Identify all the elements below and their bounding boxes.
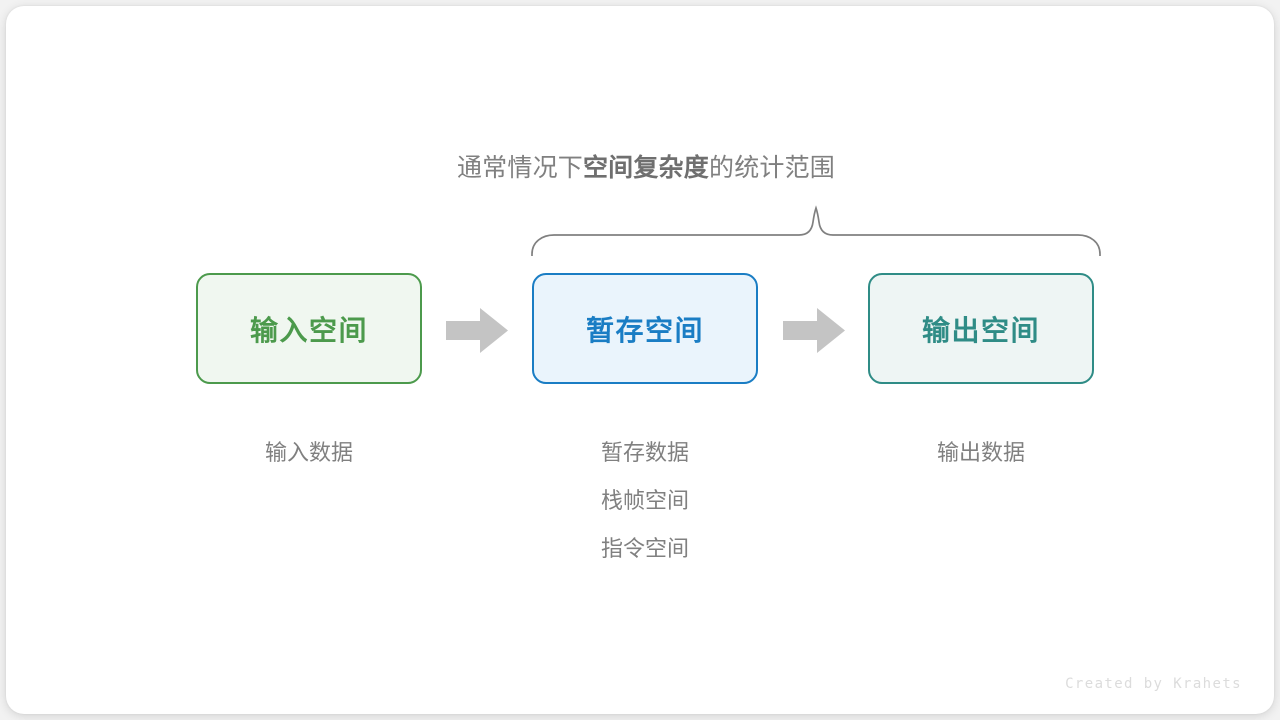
box-temp-space-label: 暂存空间 [585, 314, 704, 346]
credit-text: Created by Krahets [1065, 676, 1242, 692]
box-output-space[interactable]: 输出空间 [868, 273, 1094, 384]
arrow-input-to-temp [446, 308, 508, 353]
box-temp-space[interactable]: 暂存空间 [532, 273, 758, 384]
caption-input-data: 输入数据 [264, 440, 353, 465]
brace-container [511, 204, 1121, 257]
box-input-space[interactable]: 输入空间 [196, 273, 422, 384]
caption-column-input: 输入数据 [169, 429, 449, 477]
caption-temp-data: 暂存数据 [600, 440, 689, 465]
box-input-space-label: 输入空间 [249, 314, 368, 346]
arrow-right-icon [783, 308, 845, 353]
caption-output-data: 输出数据 [936, 440, 1025, 465]
arrow-right-icon [446, 308, 508, 353]
caption-instruction-space: 指令空间 [600, 536, 689, 561]
scope-title: 通常情况下空间复杂度的统计范围 [6, 151, 1274, 185]
arrow-temp-to-output [783, 308, 845, 353]
scope-title-emphasis: 空间复杂度 [582, 154, 709, 182]
diagram-card: 通常情况下空间复杂度的统计范围 输入空间 暂存空间 [6, 6, 1274, 714]
caption-stack-frame-space: 栈帧空间 [600, 488, 689, 513]
scope-title-prefix: 通常情况下 [456, 154, 583, 182]
curly-brace-icon [531, 205, 1101, 257]
scope-title-suffix: 的统计范围 [709, 154, 836, 182]
caption-column-output: 输出数据 [841, 429, 1121, 477]
box-output-space-label: 输出空间 [921, 314, 1040, 346]
caption-column-temp: 暂存数据 栈帧空间 指令空间 [505, 429, 785, 573]
